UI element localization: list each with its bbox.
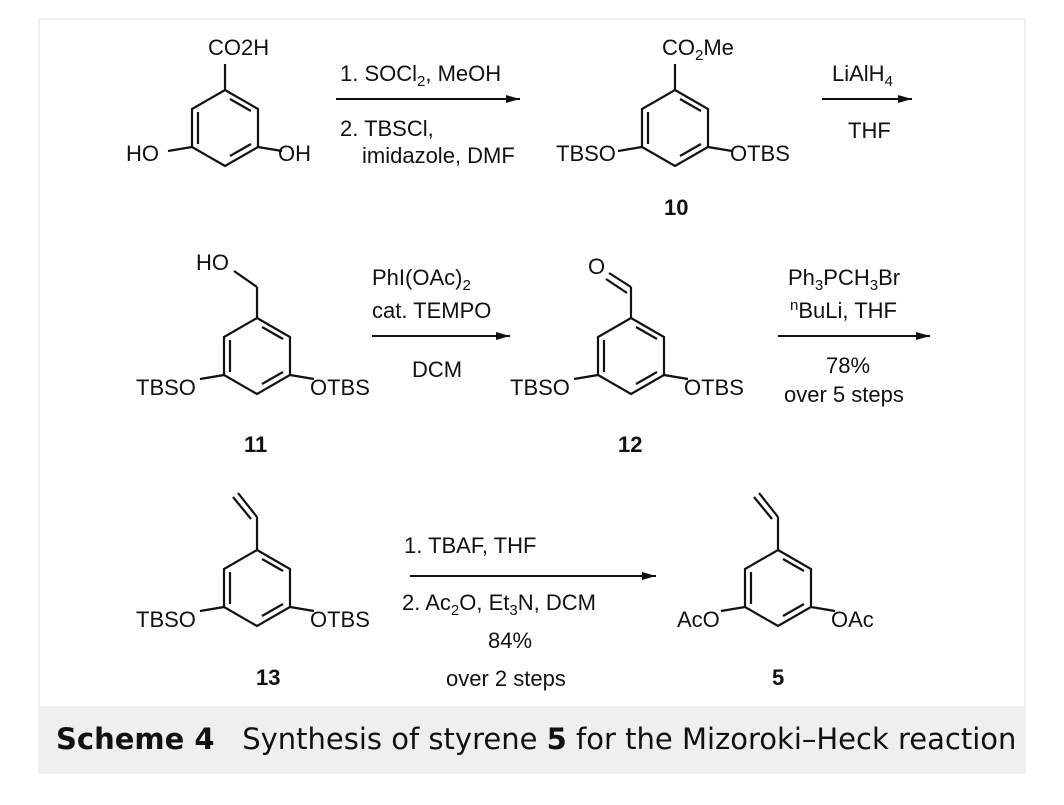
c11-number: 11 (244, 432, 267, 457)
compound-12 (573, 272, 689, 396)
c10-left-label: TBSO (556, 141, 616, 166)
c5-number: 5 (772, 665, 784, 690)
acid-right-label: OH (278, 141, 311, 166)
c12-top-label: O (588, 254, 605, 279)
caption-text-after: for the Mizoroki–Heck reaction (576, 722, 1017, 756)
acid-left-label: HO (126, 141, 159, 166)
scheme-caption: Scheme 4 Synthesis of styrene 5 for the … (56, 722, 1016, 756)
arrow5-yield: 84% (488, 628, 532, 653)
arrow1-reagent-above: 1. SOCl2, MeOH (340, 61, 501, 90)
arrow3-reagent-above2: cat. TEMPO (372, 298, 491, 323)
arrow1-reagent-below1: 2. TBSCl, (340, 116, 434, 141)
compound-dihydroxybenzoic-acid (167, 64, 283, 168)
c11-left-label: TBSO (136, 375, 196, 400)
caption-label: Scheme 4 (56, 722, 215, 756)
compound-11 (199, 270, 315, 396)
acid-top-label: CO2H (208, 35, 269, 60)
arrow3-reagent-below: DCM (412, 357, 462, 382)
arrow4-yield: 78% (826, 353, 870, 378)
compound-13 (199, 492, 315, 628)
arrow2-reagent-above: LiAlH4 (832, 61, 893, 90)
c11-top-label: HO (196, 250, 229, 275)
arrow5-reagent-below: 2. Ac2O, Et3N, DCM (402, 590, 596, 619)
c11-right-label: OTBS (310, 375, 370, 400)
c5-right-label: OAc (831, 607, 874, 632)
c13-left-label: TBSO (136, 607, 196, 632)
arrow3-reagent-above1: PhI(OAc)2 (372, 265, 471, 294)
caption-compound: 5 (546, 722, 567, 756)
c5-left-label: AcO (677, 607, 720, 632)
c10-top-label: CO2Me (662, 35, 734, 64)
arrow4-steps: over 5 steps (784, 382, 904, 407)
arrow2-reagent-below: THF (848, 118, 891, 143)
c10-number: 10 (664, 195, 688, 220)
compound-10 (617, 64, 733, 168)
scheme-panel (40, 20, 1024, 706)
c12-right-label: OTBS (684, 375, 744, 400)
c10-right-label: OTBS (730, 141, 790, 166)
arrow1-reagent-below2: imidazole, DMF (362, 143, 515, 168)
compound-5 (720, 492, 836, 628)
c12-left-label: TBSO (510, 375, 570, 400)
arrow4-reagent-above1: Ph3PCH3Br (788, 265, 900, 294)
arrow5-reagent-above: 1. TBAF, THF (404, 533, 536, 558)
c12-number: 12 (618, 432, 642, 457)
c13-right-label: OTBS (310, 607, 370, 632)
caption-text-before: Synthesis of styrene (242, 722, 538, 756)
c13-number: 13 (256, 665, 280, 690)
arrow5-steps: over 2 steps (446, 666, 566, 691)
arrow4-reagent-above2: nBuLi, THF (790, 297, 897, 323)
